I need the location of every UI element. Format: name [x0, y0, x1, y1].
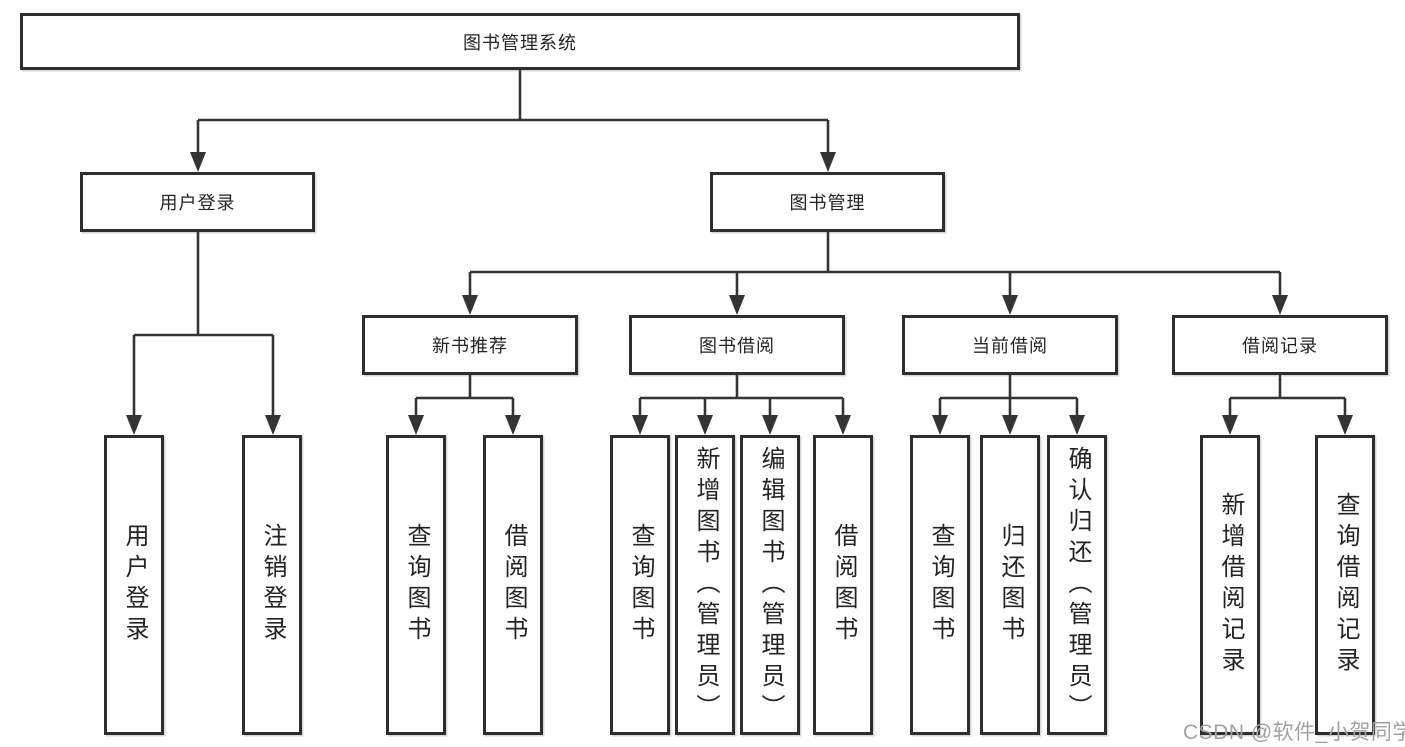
- leaf-query-books-current: 查询图书: [910, 435, 970, 735]
- node-library-system: 图书管理系统: [20, 13, 1020, 70]
- leaf-add-book-admin-label: 新增图书（管理员）: [692, 445, 719, 725]
- leaf-confirm-return-admin-label: 确认归还（管理员）: [1064, 445, 1091, 725]
- node-book-borrow-label: 图书借阅: [699, 336, 775, 356]
- connector-book-management-to-level3: [462, 232, 1288, 315]
- node-book-borrow: 图书借阅: [629, 315, 845, 375]
- node-borrow-records-label: 借阅记录: [1242, 336, 1318, 356]
- leaf-query-borrow-record-label: 查询借阅记录: [1332, 492, 1359, 678]
- connector-new-book-recommend-to-children: [408, 375, 521, 435]
- node-user-login: 用户登录: [80, 172, 315, 232]
- leaf-user-login-label: 用户登录: [121, 523, 148, 647]
- leaf-borrow-books-recommend-label: 借阅图书: [500, 523, 527, 647]
- leaf-add-book-admin: 新增图书（管理员）: [675, 435, 735, 735]
- node-current-borrow-label: 当前借阅: [972, 336, 1048, 356]
- leaf-logout: 注销登录: [242, 435, 302, 735]
- node-book-management-label: 图书管理: [789, 193, 866, 213]
- leaf-borrow-books-recommend: 借阅图书: [483, 435, 543, 735]
- node-new-book-recommend-label: 新书推荐: [432, 336, 508, 356]
- leaf-user-login: 用户登录: [104, 435, 164, 735]
- connector-root-to-level2: [190, 70, 836, 172]
- leaf-edit-book-admin: 编辑图书（管理员）: [740, 435, 800, 735]
- connector-book-borrow-to-children: [632, 375, 851, 435]
- leaf-query-books-current-label: 查询图书: [927, 523, 954, 647]
- node-book-management: 图书管理: [710, 172, 945, 232]
- leaf-add-borrow-record-label: 新增借阅记录: [1217, 492, 1244, 678]
- leaf-query-books-recommend: 查询图书: [386, 435, 446, 735]
- leaf-borrow-books-borrow: 借阅图书: [813, 435, 873, 735]
- connector-user-login-to-children: [126, 232, 281, 435]
- leaf-add-borrow-record: 新增借阅记录: [1200, 435, 1260, 735]
- watermark: CSDN @软件_小贺同学: [1183, 721, 1405, 744]
- leaf-query-books-borrow: 查询图书: [610, 435, 670, 735]
- leaf-edit-book-admin-label: 编辑图书（管理员）: [757, 445, 784, 725]
- leaf-confirm-return-admin: 确认归还（管理员）: [1047, 435, 1107, 735]
- leaf-borrow-books-borrow-label: 借阅图书: [830, 523, 857, 647]
- leaf-return-books-label: 归还图书: [997, 523, 1024, 647]
- connector-current-borrow-to-children: [932, 375, 1085, 435]
- leaf-query-borrow-record: 查询借阅记录: [1315, 435, 1375, 735]
- node-user-login-label: 用户登录: [159, 193, 236, 213]
- leaf-return-books: 归还图书: [980, 435, 1040, 735]
- connector-borrow-records-to-children: [1222, 375, 1353, 435]
- leaf-query-books-borrow-label: 查询图书: [627, 523, 654, 647]
- leaf-query-books-recommend-label: 查询图书: [403, 523, 430, 647]
- leaf-logout-label: 注销登录: [259, 523, 286, 647]
- node-new-book-recommend: 新书推荐: [362, 315, 578, 375]
- node-current-borrow: 当前借阅: [902, 315, 1118, 375]
- node-library-system-label: 图书管理系统: [463, 32, 577, 53]
- node-borrow-records: 借阅记录: [1172, 315, 1388, 375]
